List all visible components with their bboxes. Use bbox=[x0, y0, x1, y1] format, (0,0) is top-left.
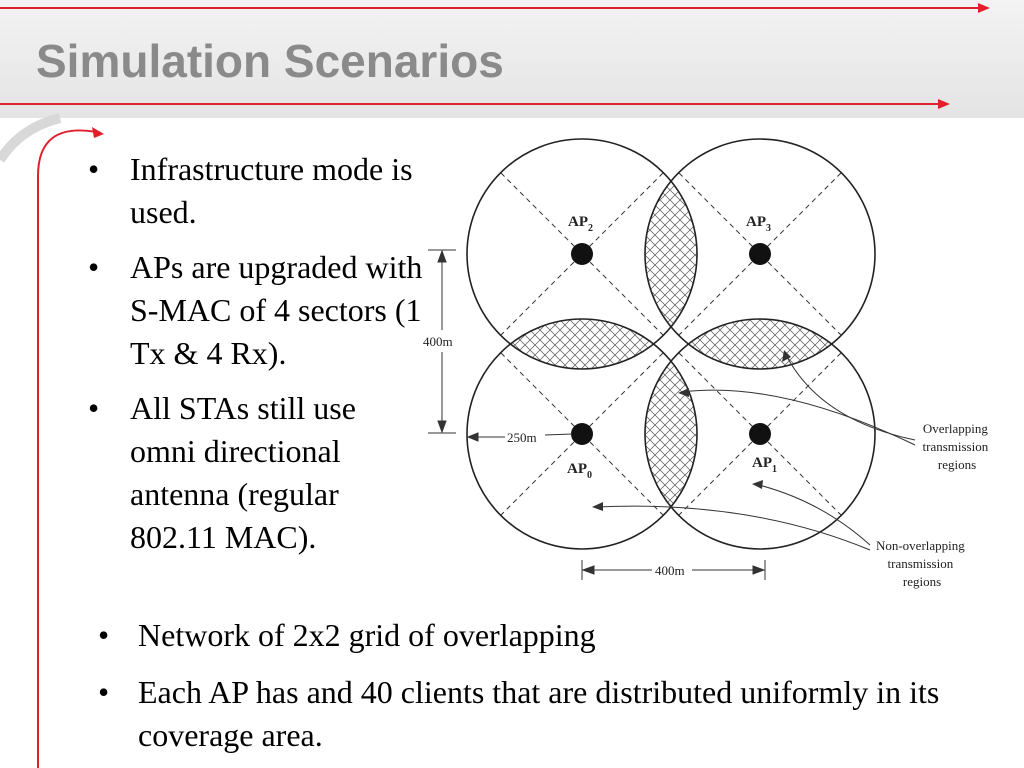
coverage-circle-ap2 bbox=[466, 138, 698, 370]
bullet-item: • Infrastructure mode is used. bbox=[88, 148, 428, 234]
bullet-item: • Each AP has and 40 clients that are dis… bbox=[98, 671, 978, 757]
ap-label-1: AP1 bbox=[752, 455, 777, 475]
header-band bbox=[0, 0, 1024, 118]
ap-label-0: AP0 bbox=[567, 461, 592, 481]
ap-node-1 bbox=[749, 423, 771, 445]
sector-lines bbox=[500, 172, 842, 516]
top-arrow-head bbox=[978, 3, 990, 13]
ap-label-3: AP3 bbox=[746, 214, 771, 234]
bullet-dot: • bbox=[88, 151, 100, 187]
horizontal-dimension bbox=[581, 560, 766, 580]
ap-node-3 bbox=[749, 243, 771, 265]
grey-swoosh bbox=[0, 113, 62, 163]
bottom-bullet-list: • Network of 2x2 grid of overlapping • Eac… bbox=[98, 614, 978, 768]
left-accent-curve bbox=[37, 129, 97, 768]
bullet-text: All STAs still use omni directional ante… bbox=[130, 390, 356, 555]
coverage-circle-ap3 bbox=[644, 138, 876, 370]
leader-arrow bbox=[752, 480, 763, 489]
non-overlap-leaders bbox=[595, 483, 871, 551]
radius-label: 250m bbox=[507, 430, 537, 445]
bullet-text: APs are upgraded with S-MAC of 4 sectors… bbox=[130, 249, 423, 371]
coverage-diagram: AP2 AP3 AP0 AP1 400m 250m bbox=[423, 138, 992, 589]
bullet-dot: • bbox=[98, 617, 110, 653]
ap-node-0 bbox=[571, 423, 593, 445]
bullet-dot: • bbox=[88, 390, 100, 426]
ap-label-2: AP2 bbox=[568, 214, 593, 234]
bullet-text: Network of 2x2 grid of overlapping bbox=[138, 617, 596, 653]
ap-node-2 bbox=[571, 243, 593, 265]
leader-arrow bbox=[782, 350, 791, 362]
curve-arrow-head bbox=[92, 127, 104, 138]
overlap-leaders bbox=[681, 354, 916, 446]
coverage-circle-ap1 bbox=[644, 318, 876, 550]
coverage-circles bbox=[466, 138, 876, 550]
vertical-dimension-label: 400m bbox=[423, 334, 453, 349]
radius-marker bbox=[466, 432, 573, 442]
coverage-circle-ap0 bbox=[466, 318, 698, 550]
left-bullet-list: • Infrastructure mode is used. • APs are u… bbox=[88, 148, 428, 571]
bullet-item: • Network of 2x2 grid of overlapping bbox=[98, 614, 978, 657]
vertical-dimension bbox=[428, 249, 456, 434]
bullet-text: Infrastructure mode is used. bbox=[130, 151, 413, 230]
bullet-dot: • bbox=[98, 674, 110, 710]
non-overlap-regions-label: Non-overlapping transmission regions bbox=[876, 538, 968, 589]
leader-arrow bbox=[592, 502, 603, 511]
bullet-item: • All STAs still use omni directional ant… bbox=[88, 387, 428, 559]
leader-arrow bbox=[678, 388, 689, 397]
bullet-item: • APs are upgraded with S-MAC of 4 sector… bbox=[88, 246, 428, 375]
bullet-text: Each AP has and 40 clients that are dist… bbox=[138, 674, 940, 753]
horizontal-dimension-label: 400m bbox=[655, 563, 685, 578]
slide-title: Simulation Scenarios bbox=[36, 35, 504, 87]
mid-arrow-head bbox=[938, 99, 950, 109]
bullet-dot: • bbox=[88, 249, 100, 285]
overlap-regions-label: Overlapping transmission regions bbox=[923, 421, 992, 472]
